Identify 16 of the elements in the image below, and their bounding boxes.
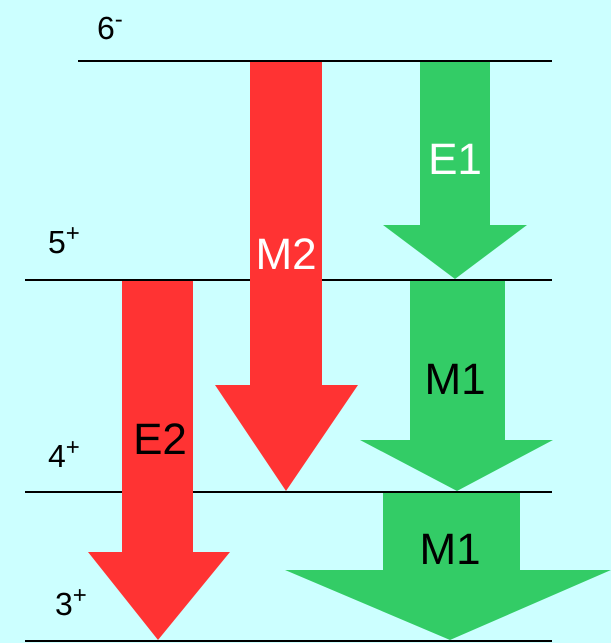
- block-arrow: [215, 62, 358, 491]
- block-arrow: [360, 281, 553, 491]
- level-label: 3$^{+}$: [55, 588, 87, 620]
- block-arrow: [285, 493, 611, 640]
- edge-label: E1: [428, 138, 482, 182]
- edge-label: M1: [419, 528, 481, 572]
- block-arrow: [88, 281, 230, 640]
- edge-label: M1: [424, 358, 486, 402]
- edge-label: M2: [255, 233, 317, 277]
- block-arrow: [383, 62, 527, 279]
- edge-label: E2: [133, 418, 187, 462]
- energy-level-line: [25, 640, 552, 642]
- energy-level-line: [78, 60, 552, 62]
- level-label: 4$^{+}$: [48, 440, 80, 472]
- level-label: 5$^{+}$: [48, 226, 80, 258]
- level-label: 6$^{-}$: [97, 12, 123, 44]
